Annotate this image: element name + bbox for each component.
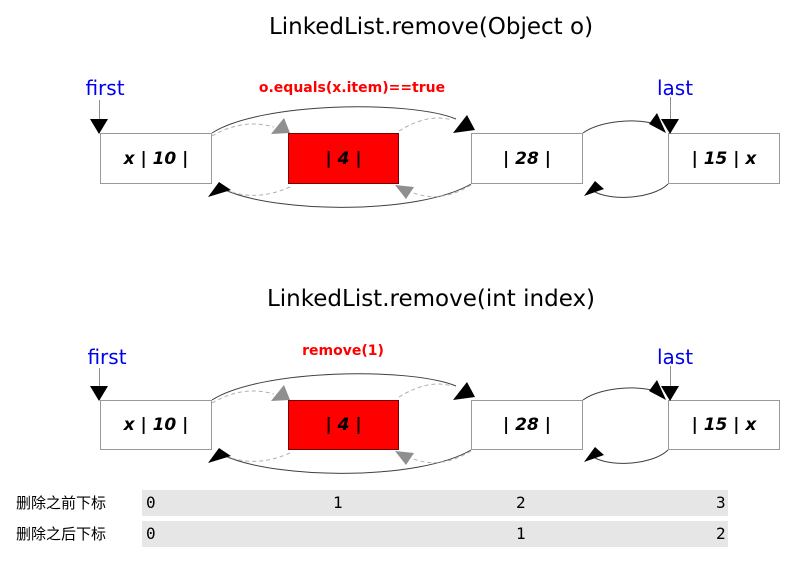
old-next-arrowhead-icon: [271, 118, 290, 134]
node-28: | 28 |: [471, 400, 583, 450]
old-prev-into-removed-arc: [410, 450, 472, 464]
new-next-arrowhead-icon: [453, 115, 475, 133]
next-arc-28-15: [582, 387, 664, 401]
new-prev-arc: [224, 183, 472, 208]
first-pointer-label: first: [85, 76, 125, 100]
last-pointer-label: last: [656, 76, 694, 100]
new-prev-arrowhead-icon: [208, 448, 231, 463]
removed-prev-arc: [225, 186, 291, 196]
next-arc-28-15: [582, 120, 664, 134]
prev-arrowhead-icon: [584, 447, 604, 462]
last-pointer-label: last: [656, 345, 694, 369]
new-next-arc: [211, 373, 457, 401]
index-before-1: 1: [333, 493, 343, 512]
node-10: x | 10 |: [100, 400, 212, 450]
removed-next-arc: [398, 117, 453, 132]
index-before-0: 0: [146, 493, 156, 512]
prev-arc-15-28: [589, 449, 669, 464]
node-15: | 15 | x: [668, 133, 780, 184]
last-arrowhead-icon: [661, 119, 679, 134]
equals-condition-annotation: o.equals(x.item)==true: [258, 80, 446, 96]
node-4-removed: | 4 |: [288, 400, 399, 450]
index-before-2: 2: [516, 493, 526, 512]
old-next-into-removed-arc: [211, 390, 275, 404]
diagram-remove-index-title: LinkedList.remove(int index): [266, 286, 596, 312]
index-before-bar: [142, 490, 728, 516]
index-after-0: 0: [146, 524, 156, 543]
index-after-2: 2: [716, 524, 726, 543]
old-prev-arrowhead-icon: [395, 185, 414, 199]
prev-arrowhead-icon: [584, 181, 604, 196]
node-10: x | 10 |: [100, 133, 212, 184]
new-prev-arrowhead-icon: [208, 182, 231, 197]
prev-arc-15-28: [589, 183, 669, 198]
first-pointer-label: first: [87, 345, 127, 369]
removed-next-arc: [398, 383, 453, 398]
removed-prev-arc: [225, 452, 291, 462]
old-prev-arrowhead-icon: [395, 451, 414, 465]
remove-call-annotation: remove(1): [302, 343, 384, 359]
next-arrowhead-icon: [649, 380, 666, 400]
node-28: | 28 |: [471, 133, 583, 184]
old-next-arrowhead-icon: [271, 385, 290, 401]
index-before-3: 3: [716, 493, 726, 512]
new-prev-arc: [224, 449, 472, 474]
new-next-arrowhead-icon: [453, 382, 475, 400]
last-arrowhead-icon: [661, 386, 679, 401]
node-4-removed: | 4 |: [288, 133, 399, 184]
diagram-remove-object-title: LinkedList.remove(Object o): [268, 14, 594, 40]
next-arrowhead-icon: [649, 113, 666, 133]
node-15: | 15 | x: [668, 400, 780, 450]
index-before-label: 删除之前下标: [16, 494, 107, 512]
old-prev-into-removed-arc: [410, 184, 472, 198]
first-arrowhead-icon: [90, 119, 108, 134]
new-next-arc: [211, 106, 457, 134]
first-arrowhead-icon: [90, 386, 108, 401]
index-after-label: 删除之后下标: [16, 525, 107, 543]
index-after-bar: [142, 521, 728, 547]
old-next-into-removed-arc: [211, 123, 275, 137]
index-after-1: 1: [516, 524, 526, 543]
